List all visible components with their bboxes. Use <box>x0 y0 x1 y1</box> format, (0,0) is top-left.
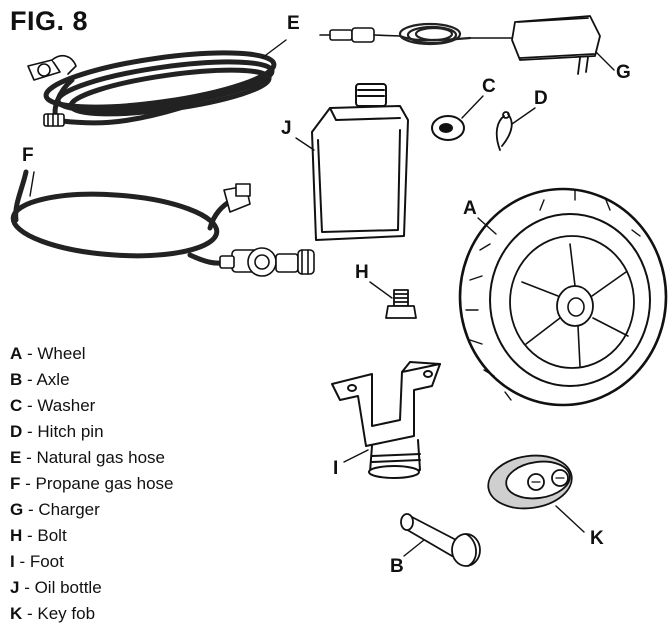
natural-gas-hose-drawing <box>27 50 277 127</box>
leader-lines <box>29 39 615 557</box>
legend-separator: - <box>21 448 37 467</box>
callout-k: K <box>590 528 604 549</box>
legend-separator: - <box>14 552 30 571</box>
legend-key: F <box>10 474 21 493</box>
charger-drawing <box>319 15 601 75</box>
legend-label: Charger <box>38 500 100 519</box>
legend-item-propane-gas-hose: F - Propane gas hose <box>10 471 174 497</box>
callout-d: D <box>534 88 548 109</box>
callout-i: I <box>333 458 339 479</box>
wheel-drawing <box>458 187 668 407</box>
legend-item-oil-bottle: J - Oil bottle <box>10 575 174 601</box>
legend-key: E <box>10 448 22 467</box>
legend-key: I <box>10 552 15 571</box>
bolt-drawing <box>385 289 417 319</box>
legend-separator: - <box>22 344 38 363</box>
legend-item-charger: G - Charger <box>10 497 174 523</box>
legend-key: A <box>10 344 23 363</box>
legend-separator: - <box>22 396 38 415</box>
propane-gas-hose-drawing <box>10 169 315 277</box>
callout-c: C <box>482 76 496 97</box>
callout-j: J <box>281 118 292 139</box>
legend-label: Oil bottle <box>34 578 102 597</box>
legend-key: H <box>10 526 23 545</box>
callout-g: G <box>616 62 631 83</box>
legend-separator: - <box>19 578 35 597</box>
legend-item-foot: I - Foot <box>10 549 174 575</box>
legend-item-axle: B - Axle <box>10 367 174 393</box>
legend-label: Axle <box>36 370 70 389</box>
legend-label: Natural gas hose <box>36 448 165 467</box>
legend-item-washer: C - Washer <box>10 393 174 419</box>
parts-legend: A - Wheel B - Axle C - Washer D - Hitch … <box>10 341 174 627</box>
legend-item-hitch-pin: D - Hitch pin <box>10 419 174 445</box>
foot-drawing <box>331 361 441 479</box>
legend-label: Foot <box>29 552 64 571</box>
legend-separator: - <box>22 604 38 623</box>
legend-key: J <box>10 578 20 597</box>
legend-key: B <box>10 370 23 389</box>
legend-separator: - <box>23 500 39 519</box>
legend-key: G <box>10 500 24 519</box>
legend-item-wheel: A - Wheel <box>10 341 174 367</box>
legend-key: D <box>10 422 23 441</box>
hitch-pin-drawing <box>495 111 513 151</box>
oil-bottle-drawing <box>311 83 409 241</box>
washer-drawing <box>431 115 465 141</box>
legend-label: Washer <box>37 396 96 415</box>
legend-separator: - <box>22 526 38 545</box>
legend-separator: - <box>22 370 37 389</box>
legend-label: Wheel <box>37 344 86 363</box>
legend-separator: - <box>20 474 36 493</box>
callout-h: H <box>355 262 369 283</box>
callout-f: F <box>22 145 34 166</box>
key-fob-drawing <box>487 454 573 510</box>
legend-label: Key fob <box>37 604 96 623</box>
legend-item-bolt: H - Bolt <box>10 523 174 549</box>
legend-label: Propane gas hose <box>35 474 174 493</box>
legend-separator: - <box>22 422 38 441</box>
legend-item-key-fob: K - Key fob <box>10 601 174 627</box>
axle-drawing <box>400 513 481 567</box>
legend-key: C <box>10 396 23 415</box>
legend-label: Bolt <box>37 526 67 545</box>
legend-label: Hitch pin <box>37 422 104 441</box>
callout-a: A <box>463 198 477 219</box>
callout-e: E <box>287 13 300 34</box>
callout-b: B <box>390 556 404 577</box>
legend-item-natural-gas-hose: E - Natural gas hose <box>10 445 174 471</box>
legend-key: K <box>10 604 23 623</box>
figure-title: FIG. 8 <box>10 6 89 36</box>
